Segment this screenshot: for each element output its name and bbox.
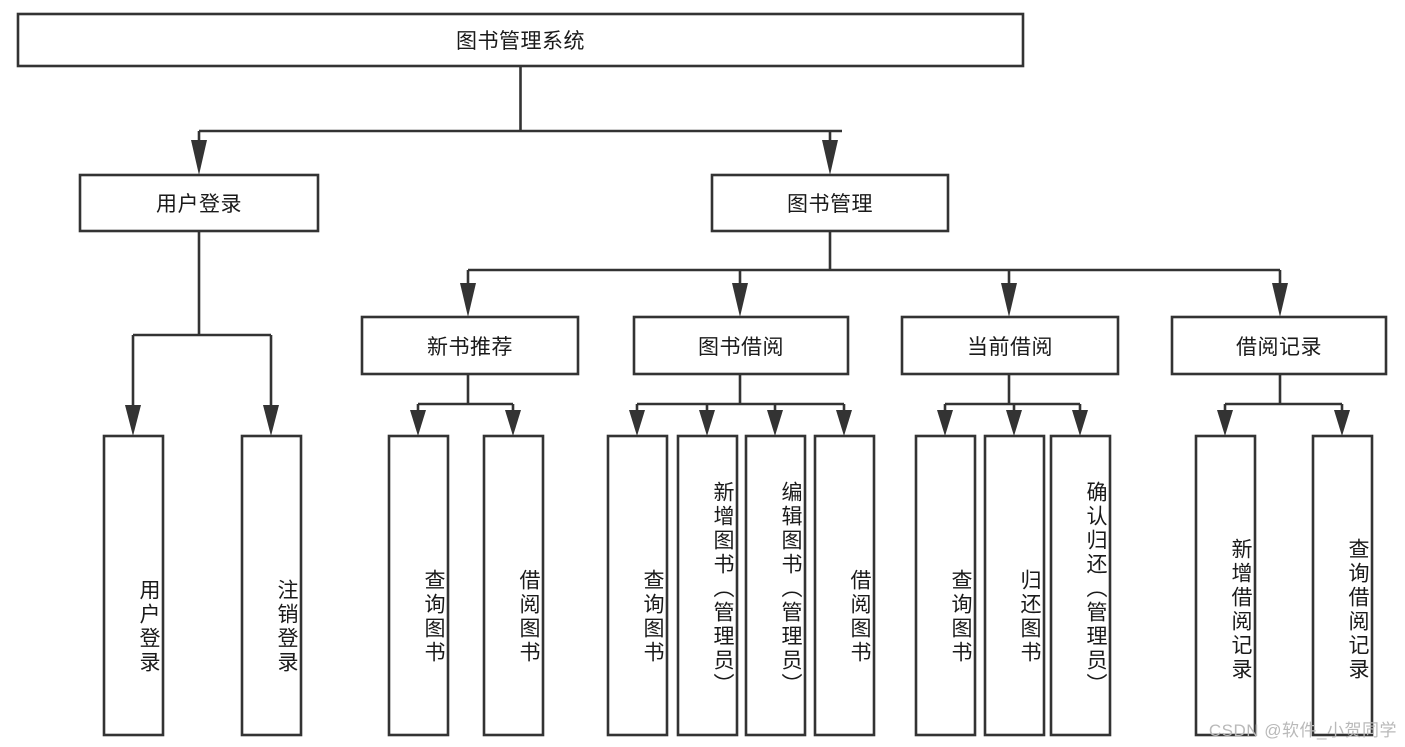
arrowhead-leaf-add-book <box>699 410 715 436</box>
arrowhead-leaf-user-login <box>125 405 141 436</box>
node-box-leaf-query-borrow-record[interactable] <box>1311 434 1374 737</box>
node-box-leaf-user-login[interactable] <box>102 434 165 737</box>
connector-group-book-borrow <box>629 374 852 436</box>
connector-group-borrow-record <box>1217 374 1350 436</box>
node-box-leaf-edit-book[interactable] <box>744 434 807 737</box>
arrowhead-leaf-query-borrow-record <box>1334 410 1350 436</box>
node-box-leaf-borrow-book-2[interactable] <box>813 434 876 737</box>
arrowhead-book-management <box>822 140 838 175</box>
node-box-current-borrow[interactable] <box>900 315 1120 376</box>
arrowhead-new-book-recommend <box>460 283 476 317</box>
node-box-leaf-query-book-2[interactable] <box>606 434 669 737</box>
arrowhead-borrow-record <box>1272 283 1288 317</box>
arrowhead-leaf-borrow-book-2 <box>836 410 852 436</box>
arrowhead-leaf-return-book <box>1006 410 1022 436</box>
connector-group-root <box>191 66 842 175</box>
node-box-book-borrow[interactable] <box>632 315 850 376</box>
connector-group-current-borrow <box>937 374 1088 436</box>
node-box-borrow-record[interactable] <box>1170 315 1388 376</box>
node-box-root[interactable] <box>16 12 1025 68</box>
node-box-leaf-query-book-3[interactable] <box>914 434 977 737</box>
node-box-leaf-query-book-1[interactable] <box>387 434 450 737</box>
arrowhead-book-borrow <box>732 283 748 317</box>
arrowhead-user-login <box>191 140 207 175</box>
connector-group-new-book-recommend <box>410 374 521 436</box>
node-box-user-login[interactable] <box>78 173 320 233</box>
connector-group-user-login <box>125 231 279 436</box>
node-box-new-book-recommend[interactable] <box>360 315 580 376</box>
node-box-leaf-user-logout[interactable] <box>240 434 303 737</box>
arrowhead-leaf-confirm-return <box>1072 410 1088 436</box>
arrowhead-leaf-query-book-1 <box>410 410 426 436</box>
arrowhead-leaf-add-borrow-record <box>1217 410 1233 436</box>
arrowhead-leaf-query-book-3 <box>937 410 953 436</box>
arrowhead-leaf-edit-book <box>767 410 783 436</box>
node-box-leaf-add-book[interactable] <box>676 434 739 737</box>
arrowhead-leaf-query-book-2 <box>629 410 645 436</box>
arrowhead-current-borrow <box>1001 283 1017 317</box>
node-box-book-management[interactable] <box>710 173 950 233</box>
node-box-leaf-add-borrow-record[interactable] <box>1194 434 1257 737</box>
connector-group-book-management <box>460 231 1288 317</box>
arrowhead-leaf-user-logout <box>263 405 279 436</box>
node-box-leaf-confirm-return[interactable] <box>1049 434 1112 737</box>
node-box-leaf-borrow-book-1[interactable] <box>482 434 545 737</box>
node-box-leaf-return-book[interactable] <box>983 434 1046 737</box>
arrowhead-leaf-borrow-book-1 <box>505 410 521 436</box>
